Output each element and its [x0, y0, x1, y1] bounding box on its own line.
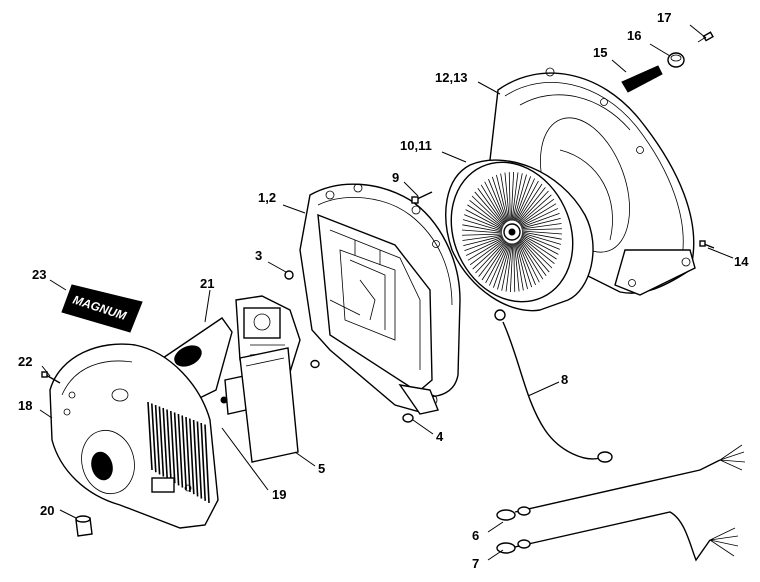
callout-1-2: 1,2 [258, 190, 276, 205]
callout-12-13: 12,13 [435, 70, 468, 85]
screw-22 [41, 371, 61, 384]
callout-14: 14 [734, 254, 749, 269]
throttle-cable-6 [496, 444, 746, 521]
knob-20 [75, 515, 93, 537]
ground-wire-8 [494, 309, 613, 463]
screw-14 [699, 240, 715, 249]
grommet-4 [310, 359, 414, 423]
callout-10-11: 10,11 [400, 138, 432, 153]
callout-21: 21 [200, 276, 214, 291]
callout-16: 16 [627, 28, 641, 43]
screw-17 [697, 31, 714, 43]
callout-8: 8 [561, 372, 568, 387]
leader-lines [39, 24, 734, 561]
callout-20: 20 [40, 503, 54, 518]
callout-labels: 17 16 15 12,13 10,11 9 1,2 3 14 23 21 22… [18, 10, 749, 571]
rear-fan-housing [489, 67, 696, 296]
callout-17: 17 [657, 10, 671, 25]
impeller-blades [461, 172, 563, 292]
callout-18: 18 [18, 398, 32, 413]
callout-6: 6 [472, 528, 479, 543]
spring-15 [621, 65, 663, 93]
cooling-grille [147, 401, 210, 504]
nut-3 [284, 270, 294, 280]
main-blower-housing [299, 183, 461, 415]
fan-impeller [445, 159, 594, 312]
magnum-logo-23: MAGNUM [61, 284, 143, 333]
callout-19: 19 [272, 487, 286, 502]
callout-7: 7 [472, 556, 479, 571]
callout-5: 5 [318, 461, 325, 476]
callout-15: 15 [593, 45, 607, 60]
engine-cover-18 [49, 343, 219, 529]
cap-16 [667, 52, 685, 68]
heat-shield-5 [239, 347, 299, 463]
callout-9: 9 [392, 170, 399, 185]
screw-9 [411, 191, 433, 204]
callout-3: 3 [255, 248, 262, 263]
callout-22: 22 [18, 354, 32, 369]
callout-23: 23 [32, 267, 46, 282]
callout-4: 4 [436, 429, 444, 444]
throttle-cable-7 [496, 511, 739, 562]
